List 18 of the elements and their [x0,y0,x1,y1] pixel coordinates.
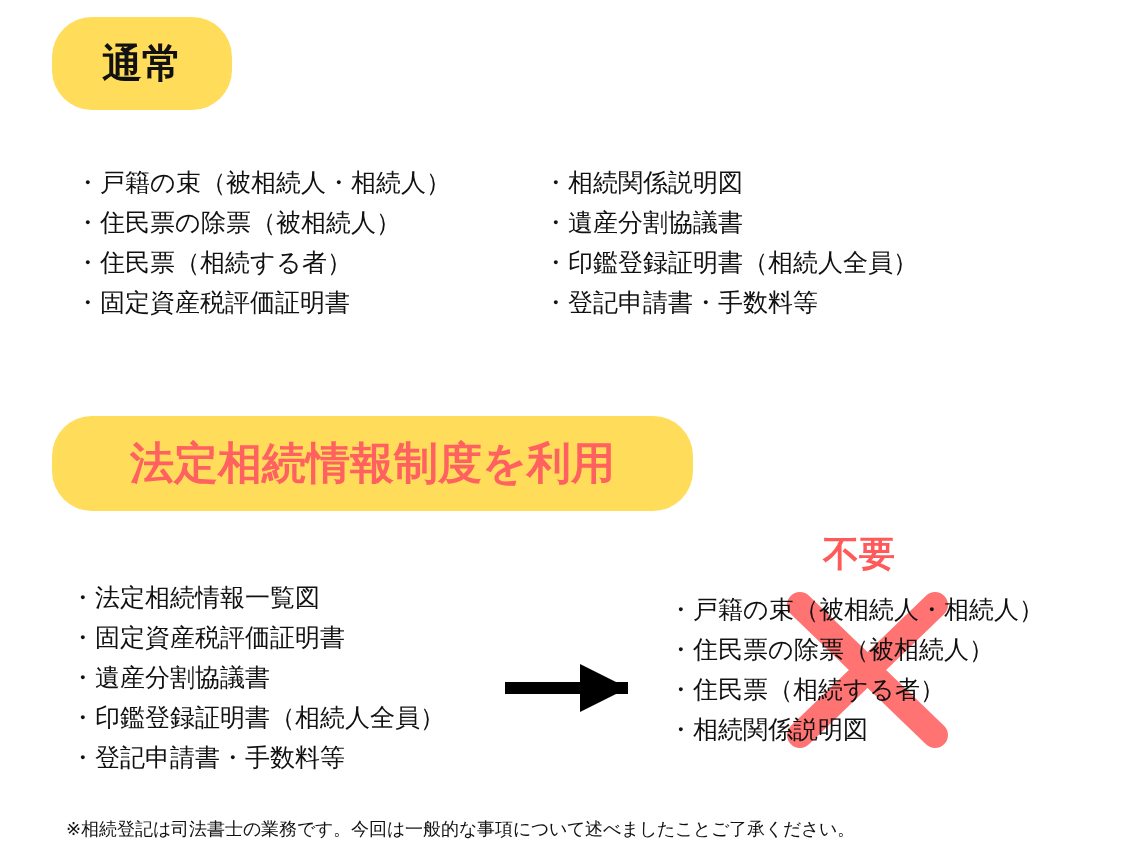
list-item: ・住民票の除票（被相続人） [75,207,401,239]
list-item: ・印鑑登録証明書（相続人全員） [70,702,446,734]
list-item: ・登記申請書・手数料等 [70,742,346,774]
arrow [505,664,628,712]
heading-pill: 通常 [52,17,232,110]
list-item: ・戸籍の束（被相続人・相続人） [75,167,451,199]
heading-pill: 法定相続情報制度を利用 [52,416,693,511]
list-item: ・印鑑登録証明書（相続人全員） [543,247,918,279]
list-item: ・固定資産税評価証明書 [75,287,350,319]
list-item: ・固定資産税評価証明書 [70,622,346,654]
list-item: ・遺産分割協議書 [70,662,271,694]
list-item: ・登記申請書・手数料等 [543,287,818,319]
list-item: ・法定相続情報一覧図 [70,582,321,614]
footnote: ※相続登記は司法書士の業務です。今回は一般的な事項について述べましたことご了承ください。 [66,817,856,841]
list-item: ・相続関係説明図 [543,167,743,199]
list-item: ・住民票（相続する者） [75,247,352,279]
not-needed-label: 不要 [823,532,895,576]
list-item: ・遺産分割協議書 [543,207,743,239]
